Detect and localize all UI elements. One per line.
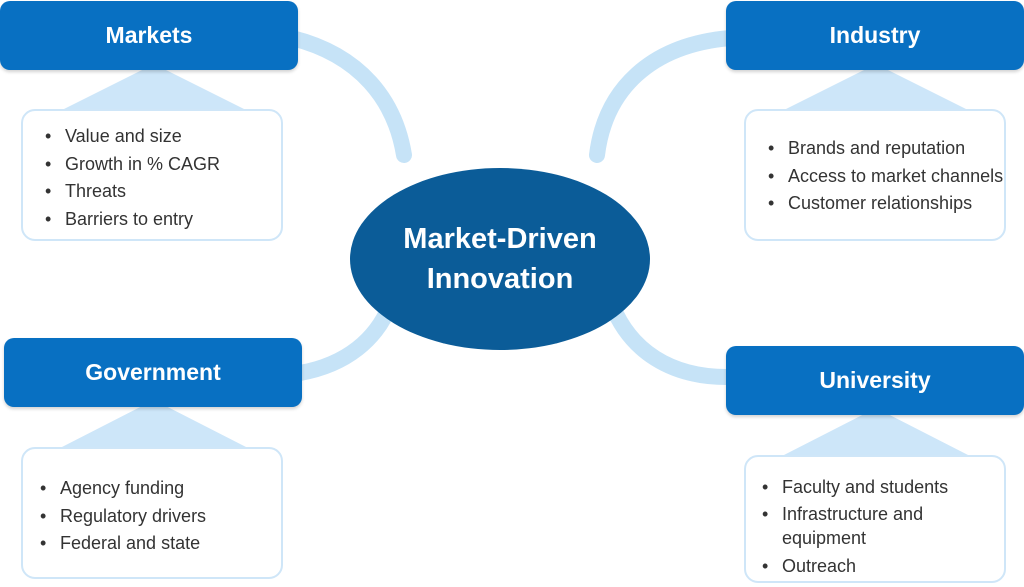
list-item: Brands and reputation xyxy=(768,135,1004,163)
connector-markets xyxy=(284,30,412,163)
university-title: University xyxy=(819,367,931,393)
industry-list: Brands and reputation Access to market c… xyxy=(746,135,1004,218)
government-header: Government xyxy=(4,338,302,407)
list-item: Faculty and students xyxy=(762,474,994,502)
list-item: Customer relationships xyxy=(768,190,1004,218)
industry-title: Industry xyxy=(829,22,921,48)
government-title: Government xyxy=(85,359,221,385)
government-list: Agency funding Regulatory drivers Federa… xyxy=(23,475,281,558)
university-header: University xyxy=(726,346,1024,415)
list-item: Outreach xyxy=(762,553,994,581)
list-item: Agency funding xyxy=(40,475,281,503)
pointer-government xyxy=(62,400,246,447)
university-card: Faculty and students Infrastructure and … xyxy=(744,455,1006,583)
markets-list: Value and size Growth in % CAGR Threats … xyxy=(23,123,281,233)
markets-card: Value and size Growth in % CAGR Threats … xyxy=(21,109,283,241)
pointer-markets xyxy=(62,64,246,110)
connector-industry xyxy=(589,30,738,163)
center-title-text: Market-Driven Innovation xyxy=(403,223,597,295)
pointer-industry xyxy=(784,64,968,110)
government-card: Agency funding Regulatory drivers Federa… xyxy=(21,447,283,579)
industry-card: Brands and reputation Access to market c… xyxy=(744,109,1006,241)
list-item: Regulatory drivers xyxy=(40,503,281,531)
list-item: Threats xyxy=(45,178,281,206)
markets-title: Markets xyxy=(105,22,193,48)
markets-header: Markets xyxy=(0,1,298,70)
list-item: Value and size xyxy=(45,123,281,151)
connector-university xyxy=(604,297,738,386)
industry-header: Industry xyxy=(726,1,1024,70)
list-item: Barriers to entry xyxy=(45,206,281,234)
list-item: Growth in % CAGR xyxy=(45,151,281,179)
pointer-university xyxy=(784,408,968,455)
center-title: Market-Driven Innovation xyxy=(350,168,650,350)
center-ellipse xyxy=(350,168,650,350)
university-list: Faculty and students Infrastructure and … xyxy=(746,474,1004,580)
list-item: Federal and state xyxy=(40,530,281,558)
list-item: Infrastructure and equipment xyxy=(762,502,994,550)
list-item: Access to market channels xyxy=(768,163,1004,191)
